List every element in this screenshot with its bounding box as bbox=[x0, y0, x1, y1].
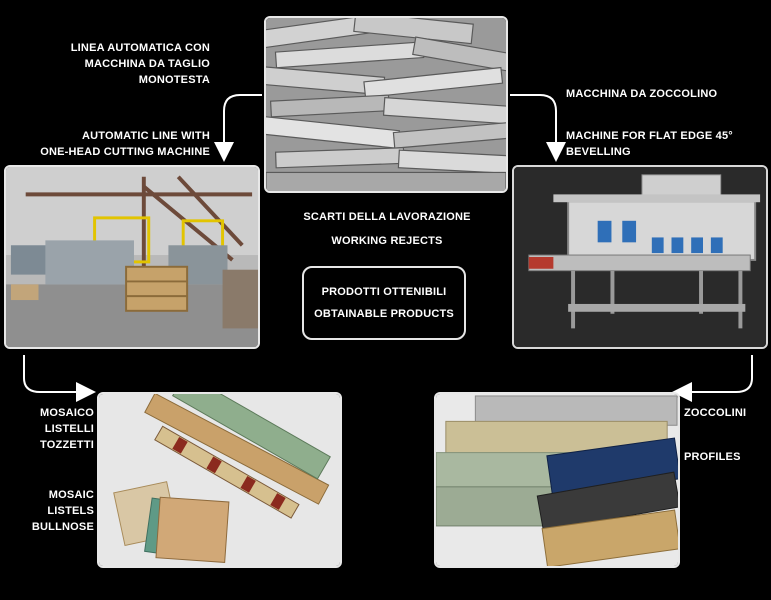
mosaic-products-photo bbox=[97, 392, 342, 568]
working-rejects-label-en: WORKING REJECTS bbox=[331, 235, 443, 247]
bottom-left-label-it: MOSAICO LISTELLI TOZZETTI bbox=[40, 407, 94, 451]
top-left-label-it: LINEA AUTOMATICA CON MACCHINA DA TAGLIO … bbox=[70, 42, 210, 86]
top-right-label-en: MACHINE FOR FLAT EDGE 45° BEVELLING bbox=[566, 130, 733, 158]
working-rejects-label-it: SCARTI DELLA LAVORAZIONE bbox=[303, 211, 471, 223]
bottom-right-label-it: ZOCCOLINI bbox=[684, 407, 747, 419]
obtainable-products-label-it: PRODOTTI OTTENIBILI bbox=[321, 286, 447, 298]
obtainable-products-box: PRODOTTI OTTENIBILI OBTAINABLE PRODUCTS bbox=[302, 266, 466, 340]
bevelling-machine-photo bbox=[512, 165, 768, 349]
top-right-label-it: MACCHINA DA ZOCCOLINO bbox=[566, 88, 718, 100]
bottom-left-label-en: MOSAIC LISTELS BULLNOSE bbox=[31, 489, 94, 533]
automatic-line-photo bbox=[4, 165, 260, 349]
working-rejects-photo bbox=[264, 16, 508, 193]
profiles-products-photo bbox=[434, 392, 680, 568]
top-left-label-en: AUTOMATIC LINE WITH ONE-HEAD CUTTING MAC… bbox=[40, 130, 210, 158]
arrow-top-left bbox=[214, 94, 262, 162]
arrow-top-right bbox=[510, 94, 566, 162]
arrow-bottom-right bbox=[672, 355, 753, 402]
arrow-bottom-left bbox=[23, 355, 96, 402]
bottom-right-label-en: PROFILES bbox=[684, 451, 741, 463]
obtainable-products-label-en: OBTAINABLE PRODUCTS bbox=[314, 308, 454, 320]
